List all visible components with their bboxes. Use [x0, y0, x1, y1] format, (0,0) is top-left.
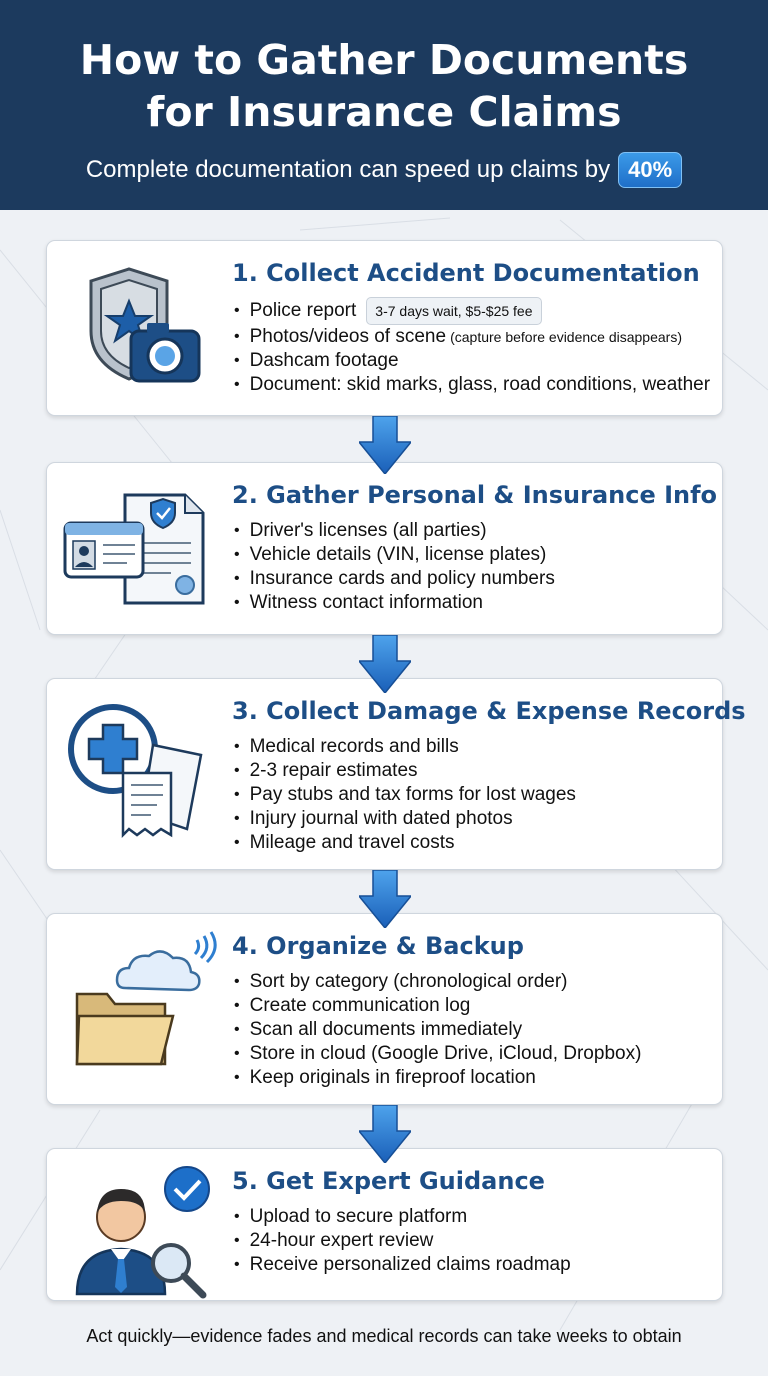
list-item: Driver's licenses (all parties) — [234, 519, 555, 543]
list-item: Store in cloud (Google Drive, iCloud, Dr… — [234, 1042, 642, 1066]
step-list-5: Upload to secure platform 24-hour expert… — [234, 1205, 571, 1277]
step-title-5: 5. Get Expert Guidance — [232, 1167, 545, 1195]
step-card-1: 1. Collect Accident Documentation Police… — [46, 240, 723, 416]
photos-note: (capture before evidence disappears) — [450, 329, 682, 345]
list-item: Insurance cards and policy numbers — [234, 567, 555, 591]
step-card-5: 5. Get Expert Guidance Upload to secure … — [46, 1148, 723, 1301]
cloud-and-folder-icon — [75, 931, 217, 1066]
page-header: How to Gather Documents for Insurance Cl… — [0, 0, 768, 210]
step-list-4: Sort by category (chronological order) C… — [234, 970, 642, 1090]
list-item: Document: skid marks, glass, road condit… — [234, 373, 710, 397]
list-item: Sort by category (chronological order) — [234, 970, 641, 994]
step-card-4: 4. Organize & Backup Sort by category (c… — [46, 913, 723, 1105]
step-list-3: Medical records and bills 2-3 repair est… — [234, 735, 576, 855]
down-arrow-icon — [359, 870, 411, 928]
percent-badge: 40% — [618, 152, 683, 188]
list-item: Scan all documents immediately — [234, 1018, 641, 1042]
page-title-line2: for Insurance Claims — [146, 88, 622, 136]
medical-cross-and-receipts-icon — [68, 704, 203, 839]
down-arrow-icon — [359, 1105, 411, 1163]
step-title-2: 2. Gather Personal & Insurance Info — [232, 481, 718, 509]
list-item: Injury journal with dated photos — [234, 807, 576, 831]
step-card-3: 3. Collect Damage & Expense Records Medi… — [46, 678, 746, 870]
step-title-4: 4. Organize & Backup — [232, 932, 524, 960]
list-item: Photos/videos of scene(capture before ev… — [234, 325, 710, 349]
list-item: Dashcam footage — [234, 349, 710, 373]
id-card-and-policy-document-icon — [63, 493, 205, 605]
step-list-2: Driver's licenses (all parties) Vehicle … — [234, 519, 555, 615]
footer-note: Act quickly—evidence fades and medical r… — [86, 1326, 682, 1346]
list-item: Receive personalized claims roadmap — [234, 1253, 571, 1277]
list-item: Upload to secure platform — [234, 1205, 571, 1229]
list-item: Create communication log — [234, 994, 641, 1018]
expert-with-magnifier-icon — [75, 1166, 210, 1299]
list-item: Witness contact information — [234, 591, 555, 615]
page-title: How to Gather Documents for Insurance Cl… — [0, 0, 768, 138]
police-report-tag: 3-7 days wait, $5-$25 fee — [366, 297, 542, 325]
subtitle-text: Complete documentation can speed up clai… — [85, 156, 611, 183]
list-item: Mileage and travel costs — [234, 831, 576, 855]
list-item: Keep originals in fireproof location — [234, 1066, 641, 1090]
list-item: 24-hour expert review — [234, 1229, 571, 1253]
list-item: Pay stubs and tax forms for lost wages — [234, 783, 576, 807]
list-item: Vehicle details (VIN, license plates) — [234, 543, 555, 567]
page-title-line1: How to Gather Documents — [79, 36, 689, 84]
page-subtitle: Complete documentation can speed up clai… — [0, 152, 768, 188]
step-card-2: 2. Gather Personal & Insurance Info Driv… — [46, 462, 723, 635]
down-arrow-icon — [359, 416, 411, 474]
police-badge-and-camera-icon — [89, 267, 201, 383]
list-item: Medical records and bills — [234, 735, 576, 759]
step-title-3: 3. Collect Damage & Expense Records — [232, 697, 746, 725]
down-arrow-icon — [359, 635, 411, 693]
step-title-1: 1. Collect Accident Documentation — [232, 259, 700, 287]
list-item: 2-3 repair estimates — [234, 759, 576, 783]
